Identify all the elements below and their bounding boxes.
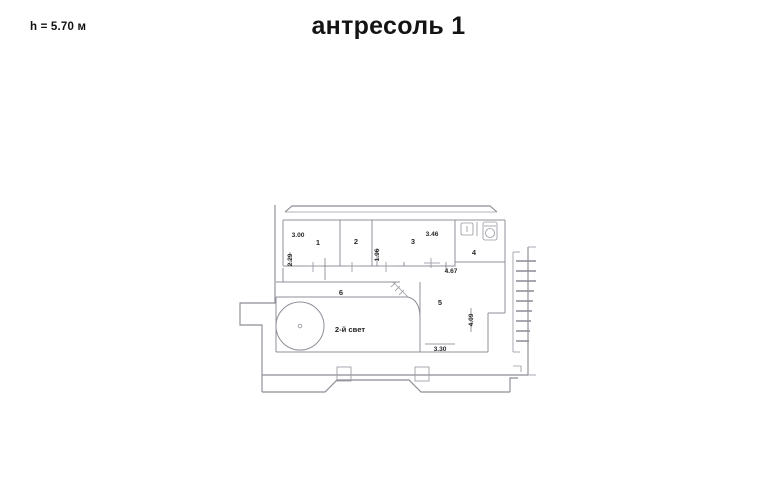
entrance-porch	[261, 375, 518, 393]
dimension-labels: 3.00 2.29 1.96 3.46 4.67 4.09 3.30	[287, 231, 475, 353]
room-label-2: 2	[354, 237, 358, 246]
page-title: антресоль 1	[311, 12, 466, 40]
room-label-5: 5	[438, 298, 442, 307]
upper-room-band	[282, 219, 506, 272]
room-number-labels: 1 2 3 4 5 6	[316, 237, 477, 307]
dimension-2-29: 2.29	[287, 253, 294, 266]
column-center-dot	[297, 323, 303, 329]
room-5-area	[419, 262, 506, 353]
stair-run	[512, 251, 536, 353]
dimension-4-67: 4.67	[445, 268, 458, 275]
dimension-3-46: 3.46	[426, 231, 439, 238]
bottom-piers	[336, 366, 430, 382]
double-height-space-label: 2-й свет	[335, 325, 365, 334]
room-label-3: 3	[411, 237, 415, 246]
dimension-4-09: 4.09	[468, 313, 475, 326]
sink-icon	[460, 222, 474, 236]
room-label-6: 6	[339, 288, 343, 297]
dimension-1-96: 1.96	[374, 248, 381, 261]
corridor-room-6	[276, 268, 400, 283]
ceiling-height-note: h = 5.70 м	[30, 21, 87, 33]
dimension-3-00: 3.00	[292, 232, 305, 239]
dimension-3-30: 3.30	[434, 346, 447, 353]
room-label-1: 1	[316, 238, 320, 247]
room-label-4: 4	[472, 248, 477, 257]
toilet-icon	[482, 221, 498, 241]
door-swing	[390, 281, 409, 298]
double-height-space-area	[275, 296, 421, 353]
bathroom-fixtures	[460, 221, 498, 241]
round-column-icon	[275, 301, 325, 351]
outer-wall-returns	[513, 246, 536, 376]
dimension-ticks	[289, 248, 472, 345]
